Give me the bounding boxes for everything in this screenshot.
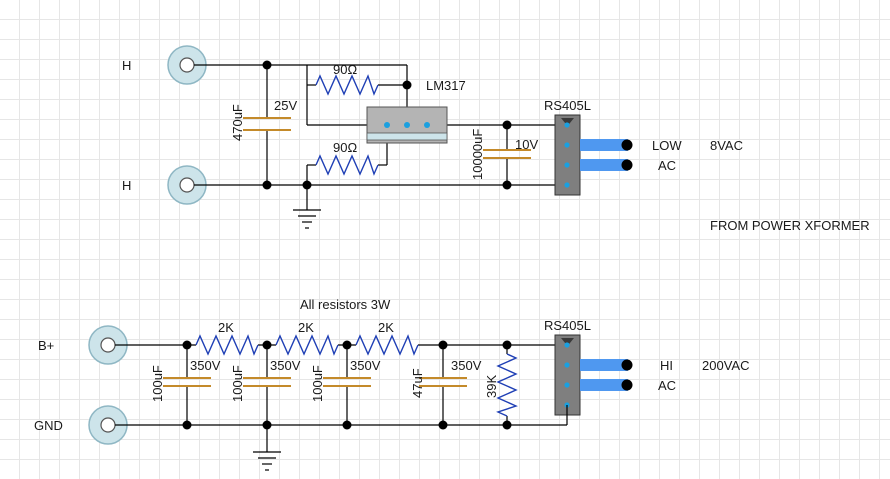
ac-leads-top[interactable]: [580, 139, 633, 171]
resistor-2k-1-label: 2K: [218, 320, 234, 335]
input-8vac-label: 8VAC: [710, 138, 743, 153]
capacitor-3-value: 100uF: [310, 365, 325, 402]
input-ac-top-label: AC: [658, 158, 676, 173]
terminal-gnd[interactable]: [88, 405, 128, 445]
resistor-2k-3[interactable]: [355, 334, 419, 356]
terminal-b-plus[interactable]: [88, 325, 128, 365]
capacitor-100uf-2[interactable]: [243, 377, 291, 387]
capacitor-4-voltage: 350V: [451, 358, 482, 373]
source-note: FROM POWER XFORMER: [710, 218, 870, 233]
terminal-h-top-label: H: [122, 58, 131, 73]
capacitor-10000uf-voltage: 10V: [515, 137, 538, 152]
capacitor-3-voltage: 350V: [350, 358, 381, 373]
ground-symbol-bottom: [253, 451, 281, 471]
capacitor-4-value: 47uF: [410, 368, 425, 398]
resistor-note: All resistors 3W: [300, 297, 391, 312]
bridge-top-label: RS405L: [544, 98, 591, 113]
resistor-90-upper-label: 90Ω: [333, 62, 357, 77]
terminal-gnd-label: GND: [34, 418, 63, 433]
bridge-rectifier-top[interactable]: [554, 114, 581, 196]
capacitor-1-voltage: 350V: [190, 358, 221, 373]
top-circuit: H H: [122, 45, 870, 233]
capacitor-470uf[interactable]: [243, 117, 291, 131]
resistor-2k-3-label: 2K: [378, 320, 394, 335]
ground-symbol-top: [293, 209, 321, 229]
lm317-regulator[interactable]: [366, 106, 448, 144]
resistor-2k-1[interactable]: [195, 334, 259, 356]
junctions-bottom: [182, 340, 512, 430]
capacitor-100uf-3[interactable]: [323, 377, 371, 387]
input-hi-label: HI: [660, 358, 673, 373]
terminal-h-bottom-label: H: [122, 178, 131, 193]
resistor-2k-2-label: 2K: [298, 320, 314, 335]
resistor-90-lower-label: 90Ω: [333, 140, 357, 155]
resistor-90-upper[interactable]: [315, 74, 379, 96]
bridge-bottom-label: RS405L: [544, 318, 591, 333]
capacitor-470uf-value: 470uF: [230, 104, 245, 141]
bridge-rectifier-bottom[interactable]: [554, 334, 581, 416]
capacitor-1-value: 100uF: [150, 365, 165, 402]
capacitor-10000uf[interactable]: [483, 149, 531, 159]
capacitor-47uf[interactable]: [419, 377, 467, 387]
capacitor-100uf-1[interactable]: [163, 377, 211, 387]
lm317-label: LM317: [426, 78, 466, 93]
capacitor-10000uf-value: 10000uF: [470, 129, 485, 180]
resistor-2k-2[interactable]: [275, 334, 339, 356]
input-low-label: LOW: [652, 138, 682, 153]
terminal-b-plus-label: B+: [38, 338, 54, 353]
capacitor-470uf-voltage: 25V: [274, 98, 297, 113]
junctions-top: [262, 60, 512, 190]
input-ac-bottom-label: AC: [658, 378, 676, 393]
input-200vac-label: 200VAC: [702, 358, 749, 373]
resistor-90-lower[interactable]: [315, 154, 379, 176]
resistor-39k[interactable]: [496, 353, 518, 417]
bottom-circuit: All resistors 3W B+ GND: [34, 297, 749, 471]
capacitor-2-value: 100uF: [230, 365, 245, 402]
ac-leads-bottom[interactable]: [580, 359, 633, 391]
capacitor-2-voltage: 350V: [270, 358, 301, 373]
resistor-39k-label: 39K: [484, 375, 499, 398]
